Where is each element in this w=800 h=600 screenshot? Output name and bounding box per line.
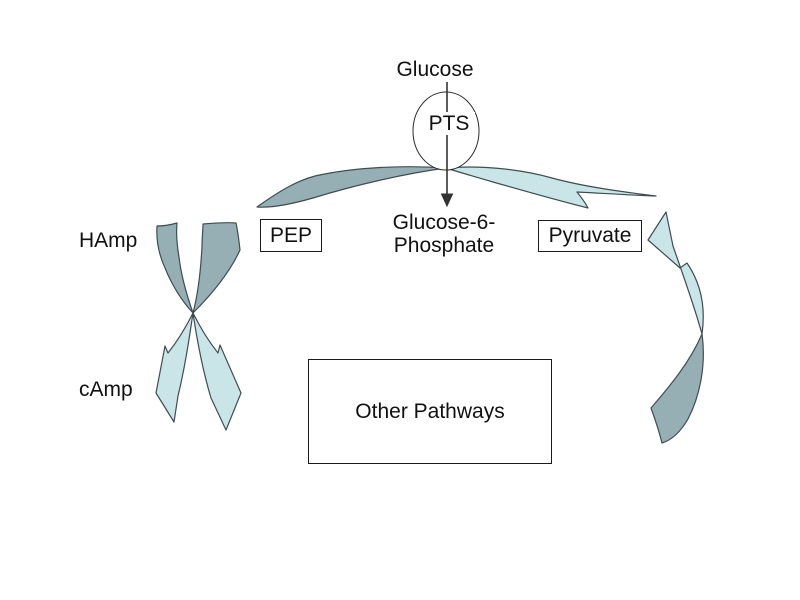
camp-label: cAmp: [79, 378, 133, 401]
pyruvate-box: Pyruvate: [538, 220, 642, 252]
pyruvate-label: Pyruvate: [548, 224, 632, 247]
glucose-to-g6p-arrow-head: [440, 193, 454, 208]
cross-arrow-to-camp-right: [192, 312, 242, 431]
arc-center-to-pyruvate-arrow: [445, 166, 657, 209]
cross-arrow-right-upper: [192, 221, 241, 314]
pep-label: PEP: [269, 223, 313, 247]
cross-arrow-left-upper: [156, 222, 194, 314]
other-pathways-box: Other Pathways: [308, 359, 552, 464]
cross-arrow-to-camp-left: [155, 312, 194, 423]
pts-label: PTS: [423, 112, 475, 135]
curved-arrow-to-pyruvate-head: [647, 211, 704, 335]
other-pathways-label: Other Pathways: [355, 399, 505, 423]
arc-pep-to-center-arrow: [256, 166, 447, 208]
curved-arrow-to-pyruvate-tail: [650, 333, 704, 444]
glucose-label: Glucose: [396, 58, 474, 81]
pep-box: PEP: [260, 219, 322, 252]
glucose-6-phosphate-label: Glucose-6- Phosphate: [364, 211, 524, 257]
glucose-to-g6p-arrow: [440, 82, 454, 208]
hamp-label: HAmp: [79, 229, 138, 252]
glucose-6-phosphate-line2: Phosphate: [393, 234, 495, 257]
glucose-6-phosphate-line1: Glucose-6-: [392, 211, 496, 234]
